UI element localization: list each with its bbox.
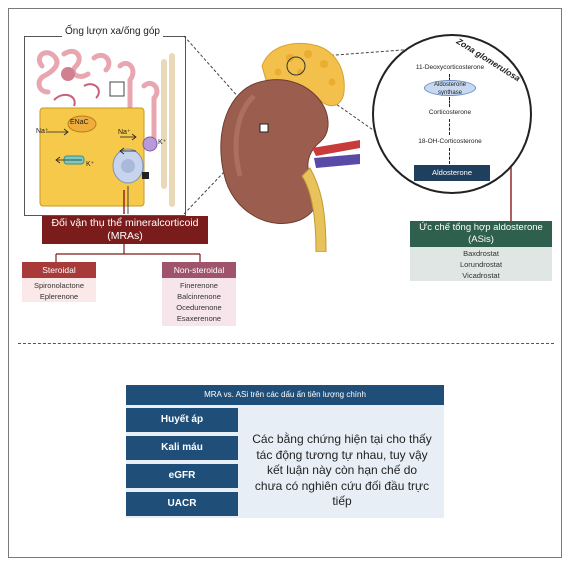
k-right-label: K⁺	[158, 139, 167, 146]
steroidal-header: Steroidal	[22, 262, 96, 278]
step-corticosterone: Corticosterone	[428, 109, 472, 116]
steroidal-list: Spironolactone Eplerenone	[22, 278, 96, 302]
k-left-label: K⁺	[86, 161, 95, 168]
aldosterone-synthase-enzyme: Aldosterone synthase	[424, 80, 476, 96]
list-item: Baxdrostat	[463, 249, 499, 258]
mra-header: Đối vận thụ thể mineralcorticoid (MRAs)	[42, 216, 208, 244]
enac-label: ENaC	[70, 119, 89, 126]
na-right-label: Na⁺	[118, 129, 131, 136]
nephron-title: Ống lượn xa/ống góp	[62, 26, 163, 37]
arrow-2	[449, 97, 450, 107]
row-egfr: eGFR	[126, 464, 238, 488]
step-deoxycorticosterone: 11-Deoxycorticosterone	[415, 64, 485, 71]
step-aldosterone: Aldosterone	[414, 165, 490, 181]
list-item: Eplerenone	[39, 292, 79, 301]
row-uacr: UACR	[126, 492, 238, 516]
nephron-illustration	[36, 48, 175, 214]
asi-list: Baxdrostat Lorundrostat Vicadrostat	[410, 247, 552, 281]
figure-frame	[8, 8, 562, 558]
row-blood-pressure: Huyết áp	[126, 408, 238, 432]
list-item: Balcinrenone	[177, 292, 221, 301]
arrow-1	[449, 74, 450, 84]
section-divider	[18, 343, 554, 344]
arrow-3	[449, 119, 450, 135]
list-item: Vicadrostat	[462, 271, 500, 280]
list-item: Spironolactone	[33, 281, 85, 290]
step-18-oh-corticosterone: 18-OH-Corticosterone	[418, 138, 482, 145]
na-left-label: Na⁺	[36, 128, 49, 135]
asi-title: Ức chế tổng hợp aldosterone	[419, 222, 543, 233]
nonsteroidal-header: Non-steroidal	[162, 262, 236, 278]
list-item: Ocedurenone	[176, 303, 222, 312]
list-item: Lorundrostat	[459, 260, 503, 269]
comparison-conclusion: Các bằng chứng hiện tại cho thấy tác độn…	[252, 432, 432, 508]
asi-title-abbrev: (ASis)	[468, 234, 494, 245]
list-item: Esaxerenone	[176, 314, 222, 323]
nonsteroidal-list: Finerenone Balcinrenone Ocedurenone Esax…	[162, 278, 236, 326]
mra-title-abbrev: (MRAs)	[107, 230, 143, 242]
kidney-illustration	[220, 43, 360, 252]
row-potassium: Kali máu	[126, 436, 238, 460]
list-item: Finerenone	[180, 281, 218, 290]
asi-header: Ức chế tổng hợp aldosterone (ASis)	[410, 221, 552, 247]
comparison-header: MRA vs. ASi trên các dấu ấn tiên lượng c…	[126, 385, 444, 405]
mra-title: Đối vận thụ thể mineralcorticoid	[51, 217, 199, 229]
arrow-4	[449, 148, 450, 164]
